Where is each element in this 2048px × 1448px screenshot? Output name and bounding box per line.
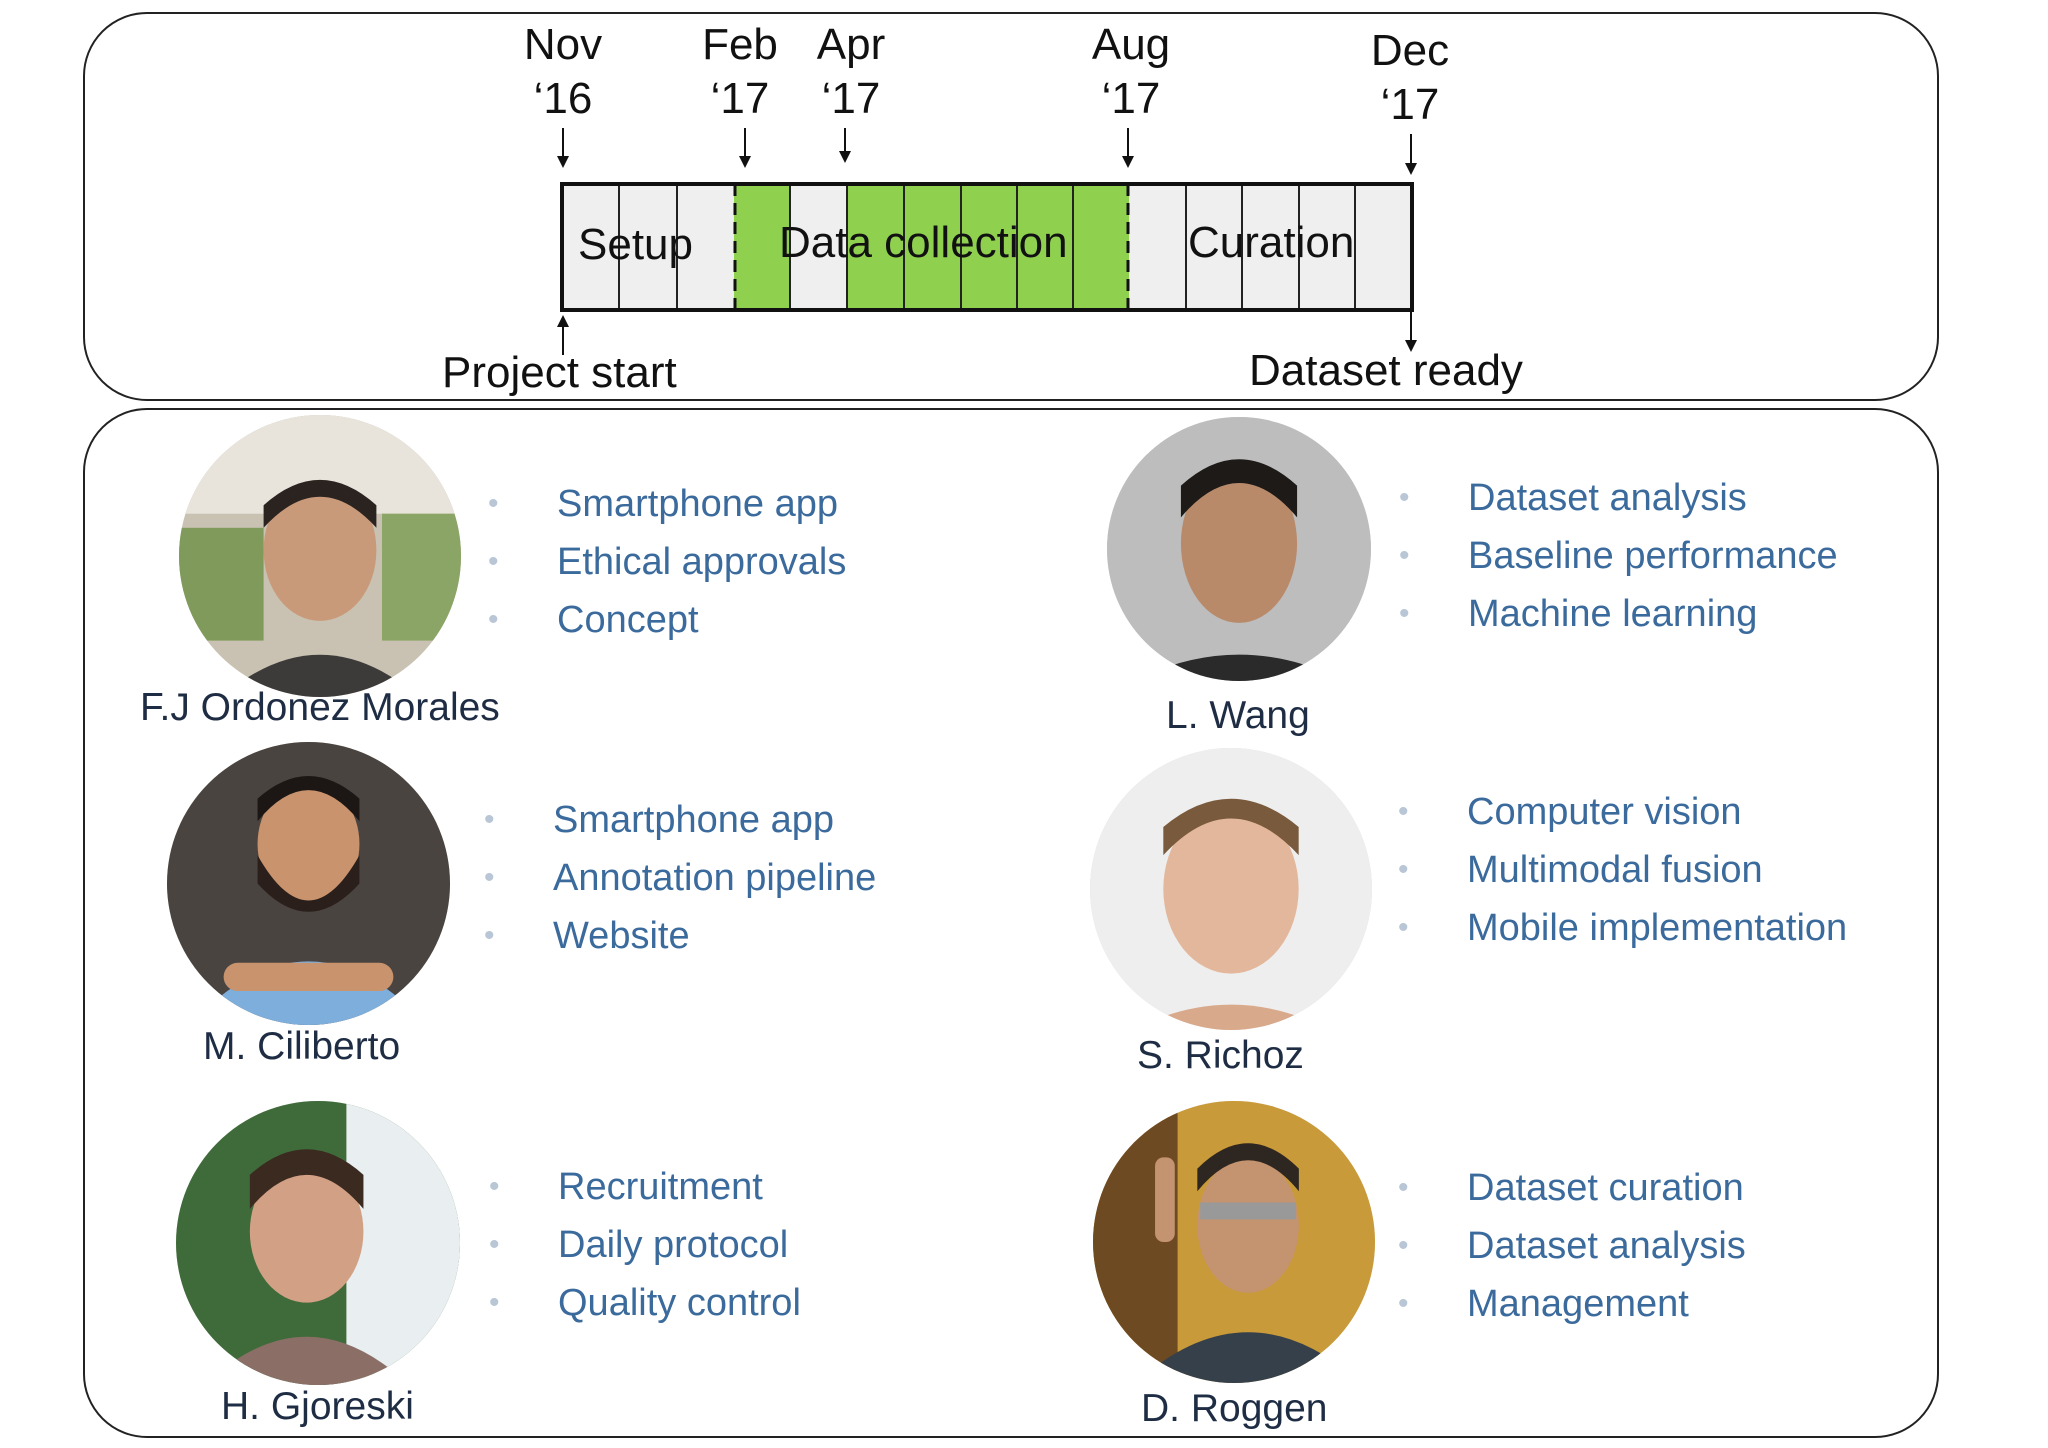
phase-label-data-collection: Data collection (779, 218, 1068, 267)
role-item: •Baseline performance (1399, 527, 1838, 585)
role-item: •Ethical approvals (488, 533, 846, 591)
avatar-photo (1093, 1101, 1375, 1383)
bullet-icon: • (1398, 1171, 1409, 1204)
bullet-icon: • (1399, 597, 1410, 630)
person-name: H. Gjoreski (221, 1385, 414, 1428)
role-item: •Smartphone app (484, 791, 876, 849)
person-name: S. Richoz (1137, 1034, 1304, 1077)
portrait-image (1107, 417, 1371, 681)
bullet-icon: • (484, 861, 495, 894)
role-item: •Concept (488, 591, 846, 649)
bullet-icon: • (1398, 1287, 1409, 1320)
role-list: •Dataset analysis •Baseline performance … (1399, 469, 1838, 643)
bullet-icon: • (1398, 853, 1409, 886)
bullet-icon: • (1398, 1229, 1409, 1262)
role-list: •Computer vision •Multimodal fusion •Mob… (1398, 783, 1847, 957)
role-item: •Recruitment (489, 1158, 801, 1216)
dataset-ready-label: Dataset ready (1249, 346, 1523, 395)
bullet-icon: • (1399, 481, 1410, 514)
role-item: •Mobile implementation (1398, 899, 1847, 957)
role-item: •Computer vision (1398, 783, 1847, 841)
person-name: M. Ciliberto (203, 1025, 401, 1068)
bullet-icon: • (1398, 911, 1409, 944)
bullet-icon: • (489, 1228, 500, 1261)
phase-label-setup: Setup (578, 220, 693, 269)
portrait-image (167, 742, 450, 1025)
portrait-image (1090, 748, 1372, 1030)
portrait-image (1093, 1101, 1375, 1383)
bullet-icon: • (1398, 795, 1409, 828)
bullet-icon: • (489, 1170, 500, 1203)
bullet-icon: • (1399, 539, 1410, 572)
portrait-image (176, 1101, 460, 1385)
avatar-photo (176, 1101, 460, 1385)
role-item: •Dataset analysis (1399, 469, 1838, 527)
timeline-graphic (557, 128, 1417, 355)
month-dec-17: Dec ‘17 (1370, 26, 1450, 129)
role-item: •Machine learning (1399, 585, 1838, 643)
role-list: •Smartphone app •Ethical approvals •Conc… (488, 475, 846, 649)
month-feb-17: Feb ‘17 (702, 20, 778, 123)
role-item: •Website (484, 907, 876, 965)
avatar-photo (179, 415, 461, 697)
bullet-icon: • (484, 803, 495, 836)
avatar-photo (1107, 417, 1371, 681)
phase-label-curation: Curation (1188, 218, 1355, 267)
month-arrows (557, 128, 1417, 175)
bullet-icon: • (484, 919, 495, 952)
avatar-photo (1090, 748, 1372, 1030)
role-list: •Recruitment •Daily protocol •Quality co… (489, 1158, 801, 1332)
portrait-image (179, 415, 461, 697)
role-item: •Annotation pipeline (484, 849, 876, 907)
role-list: •Smartphone app •Annotation pipeline •We… (484, 791, 876, 965)
role-item: •Smartphone app (488, 475, 846, 533)
role-item: •Dataset curation (1398, 1159, 1746, 1217)
avatar-photo (167, 742, 450, 1025)
bullet-icon: • (488, 487, 499, 520)
phase-curation-bg (1129, 184, 1412, 310)
phase-setup-bg (562, 184, 734, 310)
month-aug-17: Aug ‘17 (1091, 20, 1171, 123)
role-item: •Daily protocol (489, 1216, 801, 1274)
person-name: D. Roggen (1141, 1387, 1328, 1430)
timeline-bar (560, 182, 1414, 312)
bullet-icon: • (489, 1286, 500, 1319)
project-start-label: Project start (442, 348, 677, 397)
month-nov-16: Nov ‘16 (523, 20, 603, 123)
person-name: F.J Ordonez Morales (140, 686, 500, 729)
bullet-icon: • (488, 545, 499, 578)
role-item: •Management (1398, 1275, 1746, 1333)
role-item: •Quality control (489, 1274, 801, 1332)
bullet-icon: • (488, 603, 499, 636)
role-item: •Dataset analysis (1398, 1217, 1746, 1275)
milestone-arrows (557, 312, 1417, 355)
person-name: L. Wang (1166, 694, 1310, 737)
month-apr-17: Apr ‘17 (816, 20, 886, 123)
role-item: •Multimodal fusion (1398, 841, 1847, 899)
phase-collection-bg (847, 184, 1129, 310)
role-list: •Dataset curation •Dataset analysis •Man… (1398, 1159, 1746, 1333)
